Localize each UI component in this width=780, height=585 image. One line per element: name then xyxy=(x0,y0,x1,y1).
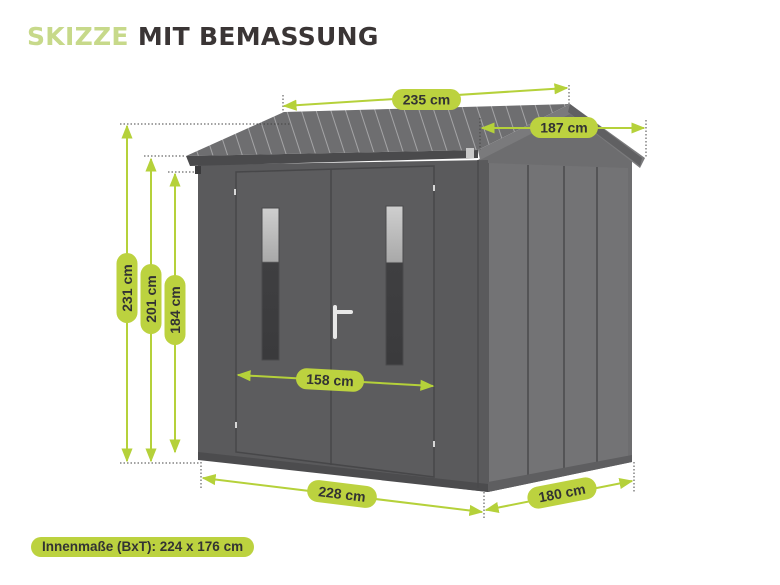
svg-text:231 cm: 231 cm xyxy=(119,264,135,311)
hinge-icon xyxy=(235,422,237,428)
door-window-right xyxy=(385,205,404,366)
svg-text:187 cm: 187 cm xyxy=(540,120,587,136)
svg-text:158 cm: 158 cm xyxy=(306,371,354,389)
double-door[interactable] xyxy=(234,165,435,478)
shed-roof xyxy=(186,104,645,174)
dim-eave-height: 201 cm xyxy=(140,264,162,334)
dim-roof-depth: 187 cm xyxy=(530,117,598,138)
svg-text:201 cm: 201 cm xyxy=(143,275,159,322)
hinge-icon xyxy=(234,189,236,195)
svg-text:184 cm: 184 cm xyxy=(167,286,183,333)
title-accent: SKIZZE xyxy=(27,22,129,51)
title-rest: MIT BEMASSUNG xyxy=(137,22,379,51)
door-window-left xyxy=(261,207,280,361)
door-handle[interactable] xyxy=(333,305,353,339)
inner-dimensions-badge: Innenmaße (BxT): 224 x 176 cm xyxy=(31,537,255,557)
dim-roof-width: 235 cm xyxy=(392,89,461,110)
dim-base-width: 228 cm xyxy=(307,480,377,508)
dim-total-height: 231 cm xyxy=(116,253,138,323)
svg-text:235 cm: 235 cm xyxy=(403,92,450,108)
svg-text:228 cm: 228 cm xyxy=(317,483,366,505)
page-title: SKIZZE MIT BEMASSUNG xyxy=(27,22,379,51)
shed-side-wall xyxy=(478,108,632,492)
dim-wall-height: 184 cm xyxy=(164,275,186,345)
hinge-icon xyxy=(433,185,435,191)
hinge-icon xyxy=(433,441,435,447)
dim-door-width: 158 cm xyxy=(296,368,364,392)
